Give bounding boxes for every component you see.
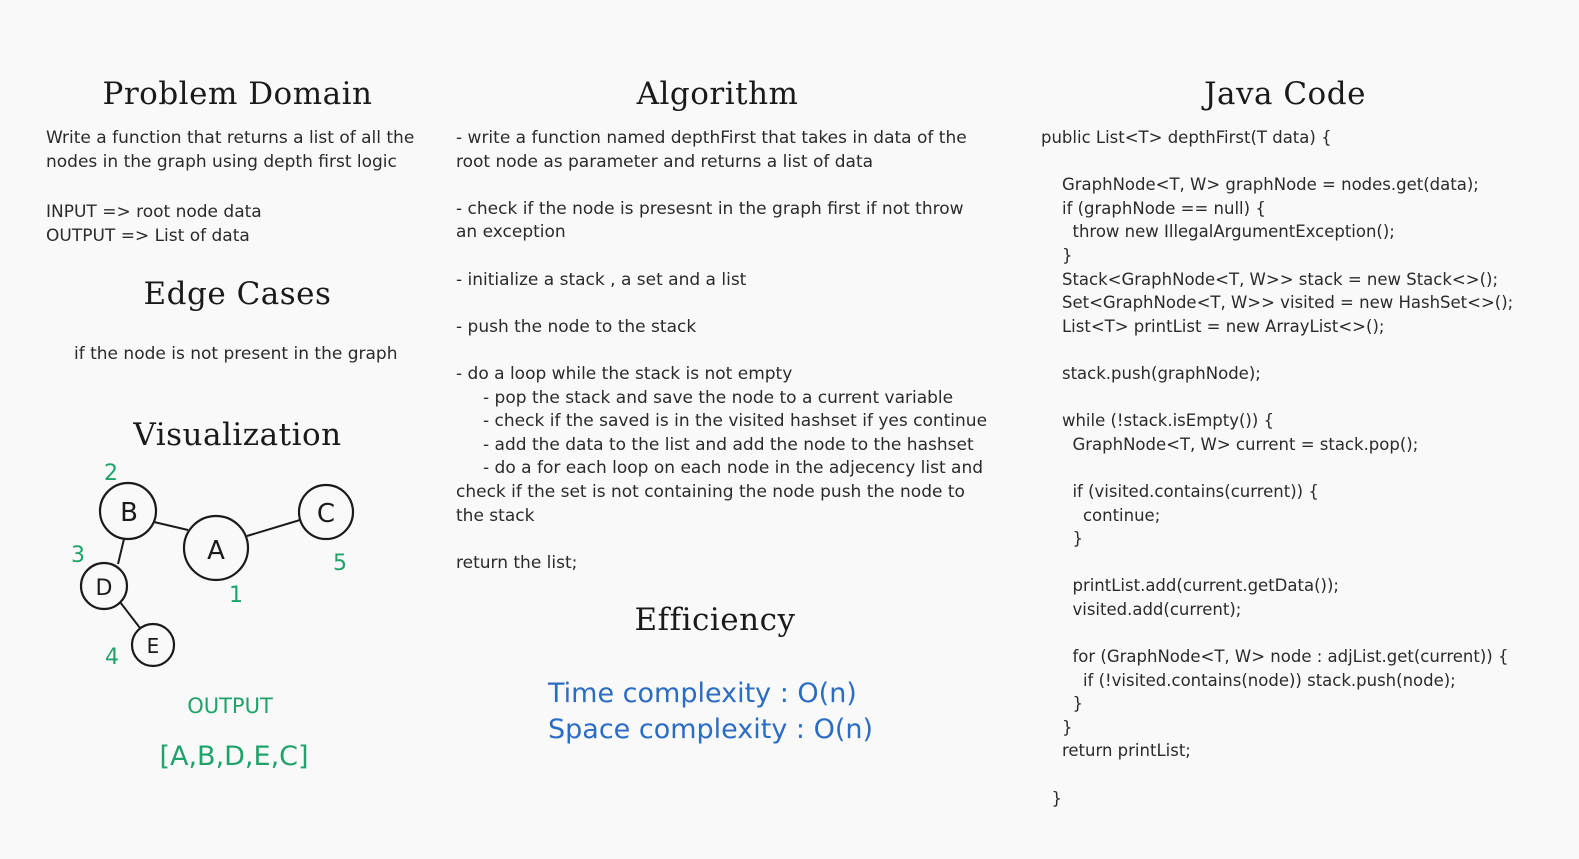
algorithm-line: - add the data to the list and add the n… (456, 434, 974, 455)
node-label-c: C (317, 499, 335, 529)
algorithm-line (456, 244, 987, 268)
visualization-title: Visualization (133, 417, 342, 453)
edge-d-e (119, 601, 141, 629)
time-complexity: Time complexity : O(n) (548, 678, 857, 709)
code-line: GraphNode<T, W> graphNode = nodes.get(da… (1041, 175, 1479, 195)
output-label: OUTPUT (187, 694, 273, 718)
code-line: List<T> printList = new ArrayList<>(); (1041, 316, 1385, 336)
order-label-d: 3 (71, 543, 85, 568)
edge-b-d (117, 538, 125, 565)
problem-domain-title: Problem Domain (102, 76, 373, 112)
algorithm-line (456, 173, 987, 197)
node-label-b: B (120, 498, 138, 528)
edge-b-a (153, 521, 189, 531)
code-line: for (GraphNode<T, W> node : adjList.get(… (1041, 647, 1509, 667)
algorithm-line: - pop the stack and save the node to a c… (456, 387, 954, 408)
algorithm-line: - check if the saved is in the visited h… (456, 411, 988, 432)
code-line: stack.push(graphNode); (1041, 363, 1261, 383)
algorithm-line: an exception (456, 222, 566, 243)
algorithm-line (456, 291, 987, 315)
problem-description-line: Write a function that returns a list of … (46, 128, 415, 148)
code-line: printList.add(current.getData()); (1041, 576, 1339, 596)
algorithm-line: - do a loop while the stack is not empty (456, 363, 793, 384)
code-line (1041, 150, 1513, 174)
code-line: return printList; (1041, 741, 1191, 761)
algorithm-line: check if the set is not containing the n… (456, 481, 965, 502)
code-line: if (graphNode == null) { (1041, 198, 1266, 218)
code-line (1041, 551, 1513, 575)
code-line: } (1041, 717, 1073, 737)
node-b (98, 481, 158, 541)
algorithm-line: - write a function named depthFirst that… (456, 128, 967, 148)
code-line: Set<GraphNode<T, W>> visited = new HashS… (1041, 293, 1514, 313)
problem-domain-description: Write a function that returns a list of … (46, 126, 414, 174)
code-line: continue; (1041, 505, 1161, 525)
node-label-d: D (96, 576, 113, 601)
algorithm-line: the stack (456, 505, 535, 526)
algorithm-line: - push the node to the stack (456, 316, 697, 337)
code-line: while (!stack.isEmpty()) { (1041, 411, 1275, 431)
node-c (297, 483, 355, 541)
graph-diagram: B A C D E 2 1 5 3 4 (71, 461, 355, 670)
edge-a-c (246, 519, 301, 537)
code-line: GraphNode<T, W> current = stack.pop(); (1041, 434, 1419, 454)
algorithm-line: - do a for each loop on each node in the… (456, 458, 984, 479)
node-label-e: E (147, 634, 160, 658)
space-complexity: Space complexity : O(n) (548, 714, 874, 745)
code-line (1041, 386, 1513, 410)
code-line (1041, 456, 1513, 480)
input-line: INPUT => root node data (46, 202, 262, 222)
algorithm-steps: - write a function named depthFirst that… (456, 126, 987, 574)
output-value: [A,B,D,E,C] (159, 741, 309, 772)
edge-cases-text: if the node is not present in the graph (74, 344, 398, 364)
code-line: } (1041, 245, 1073, 265)
problem-io: INPUT => root node data OUTPUT => List o… (46, 200, 262, 248)
node-d (79, 561, 129, 611)
edge-cases-title: Edge Cases (143, 276, 332, 312)
code-line (1041, 621, 1513, 645)
problem-description-line: nodes in the graph using depth first log… (46, 152, 397, 172)
code-line: throw new IllegalArgumentException(); (1041, 222, 1395, 242)
output-line: OUTPUT => List of data (46, 226, 250, 246)
code-line: visited.add(current); (1041, 599, 1242, 619)
code-line: Stack<GraphNode<T, W>> stack = new Stack… (1041, 269, 1498, 289)
algorithm-line: - initialize a stack , a set and a list (456, 269, 747, 290)
algorithm-line: root node as parameter and returns a lis… (456, 151, 874, 172)
order-label-e: 4 (105, 645, 119, 670)
code-line (1041, 338, 1513, 362)
efficiency-title: Efficiency (634, 602, 796, 638)
order-label-b: 2 (104, 461, 118, 486)
code-line (1041, 763, 1513, 787)
algorithm-title: Algorithm (636, 76, 799, 112)
node-e (130, 622, 176, 668)
algorithm-line: - check if the node is presesnt in the g… (456, 198, 964, 219)
node-label-a: A (207, 536, 225, 566)
order-label-c: 5 (333, 551, 347, 576)
algorithm-line (456, 527, 987, 551)
code-line: if (!visited.contains(node)) stack.push(… (1041, 670, 1456, 690)
algorithm-line: return the list; (456, 552, 578, 573)
node-a (182, 514, 250, 582)
algorithm-line (456, 338, 987, 362)
code-line: } (1041, 694, 1083, 714)
java-code-block: public List<T> depthFirst(T data) { Grap… (1041, 126, 1513, 810)
code-line: } (1041, 788, 1062, 808)
code-line: public List<T> depthFirst(T data) { (1041, 128, 1332, 147)
order-label-a: 1 (229, 583, 243, 608)
code-line: if (visited.contains(current)) { (1041, 481, 1319, 501)
code-line: } (1041, 529, 1083, 549)
java-code-title: Java Code (1204, 76, 1366, 112)
